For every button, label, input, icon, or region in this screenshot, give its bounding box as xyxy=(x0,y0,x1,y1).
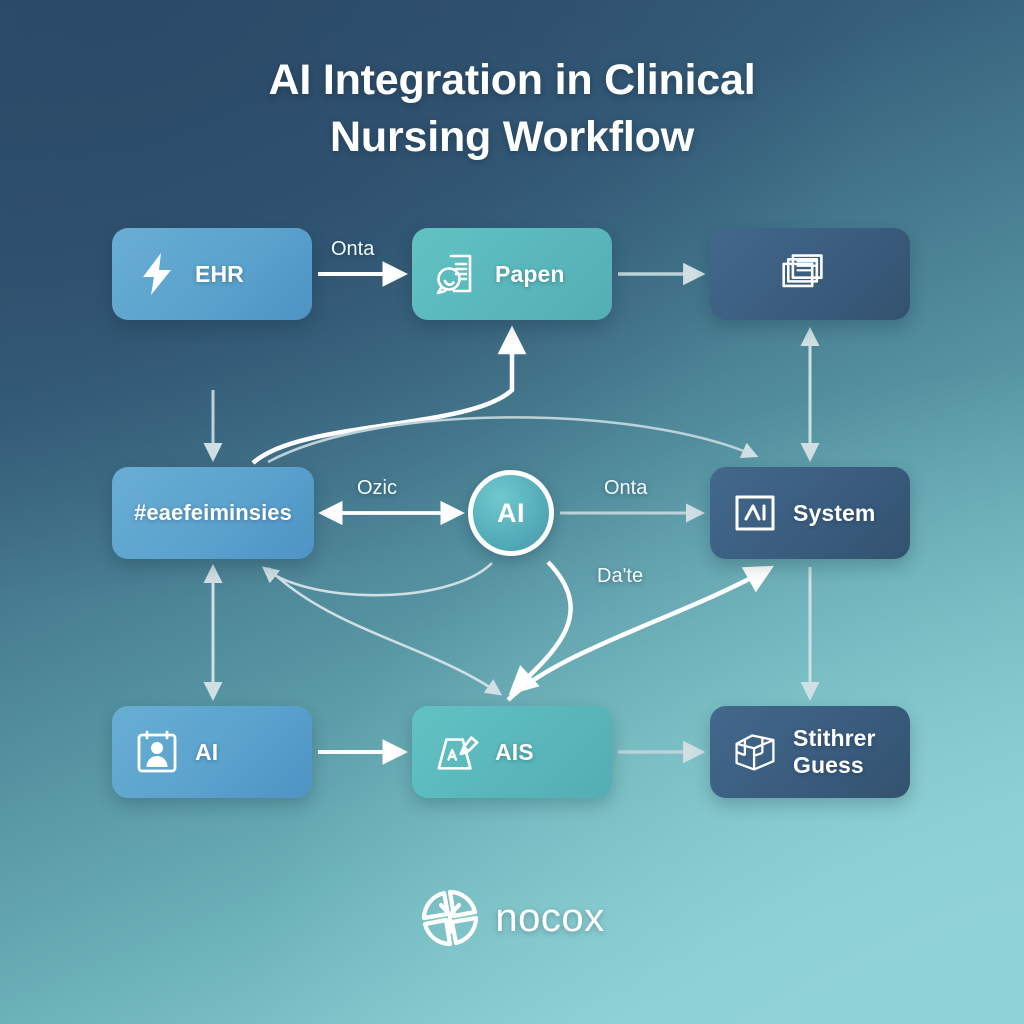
node-papen[interactable]: Papen xyxy=(412,228,612,320)
page-title: AI Integration in Clinical Nursing Workf… xyxy=(268,56,756,161)
node-ai-hub[interactable]: AI xyxy=(468,470,554,556)
document-search-icon xyxy=(434,251,480,297)
node-ais-label: AIS xyxy=(495,738,534,765)
edge-label-ehr-to-papen: Onta xyxy=(331,238,375,260)
node-assess-label: AI xyxy=(195,738,219,765)
node-papen-label: Papen xyxy=(495,260,565,287)
edge-label-ai-to-system: Onta xyxy=(604,477,648,499)
brand-footer: nocox xyxy=(0,887,1024,949)
node-system[interactable]: System xyxy=(710,467,910,559)
lightning-bolt-icon xyxy=(134,251,180,297)
edge-ai-to-ais xyxy=(508,560,573,696)
node-ai-hub-label: AI xyxy=(497,497,525,528)
brand-name: nocox xyxy=(495,895,605,940)
node-ais[interactable]: AIS xyxy=(412,706,612,798)
node-system-label: System xyxy=(793,499,876,526)
node-ehr[interactable]: EHR xyxy=(112,228,312,320)
stacked-documents-icon xyxy=(780,251,826,297)
edge-label-metrics-to-ai: Ozic xyxy=(357,477,397,499)
marker-chart-icon xyxy=(434,729,480,775)
node-stitcher-label: Stithrer Guess xyxy=(793,724,876,778)
nocox-monogram-icon xyxy=(419,887,481,949)
node-records[interactable] xyxy=(710,228,910,320)
ai-frame-icon xyxy=(732,490,778,536)
node-assess[interactable]: AI xyxy=(112,706,312,798)
edge-metrics-to-papen xyxy=(251,325,527,465)
edge-ai-arc-to-metrics xyxy=(261,562,493,597)
node-metrics[interactable]: #eaefeiminsies xyxy=(112,467,314,559)
patient-badge-icon xyxy=(134,729,180,775)
node-ehr-label: EHR xyxy=(195,260,244,287)
edge-label-ais-to-system: Da'te xyxy=(597,565,644,587)
edge-metrics-arc-to-system xyxy=(267,416,759,464)
edge-metrics-to-ais xyxy=(267,567,503,696)
node-metrics-label: #eaefeiminsies xyxy=(134,500,292,526)
node-stitcher[interactable]: Stithrer Guess xyxy=(710,706,910,798)
box-cube-icon xyxy=(732,729,778,775)
